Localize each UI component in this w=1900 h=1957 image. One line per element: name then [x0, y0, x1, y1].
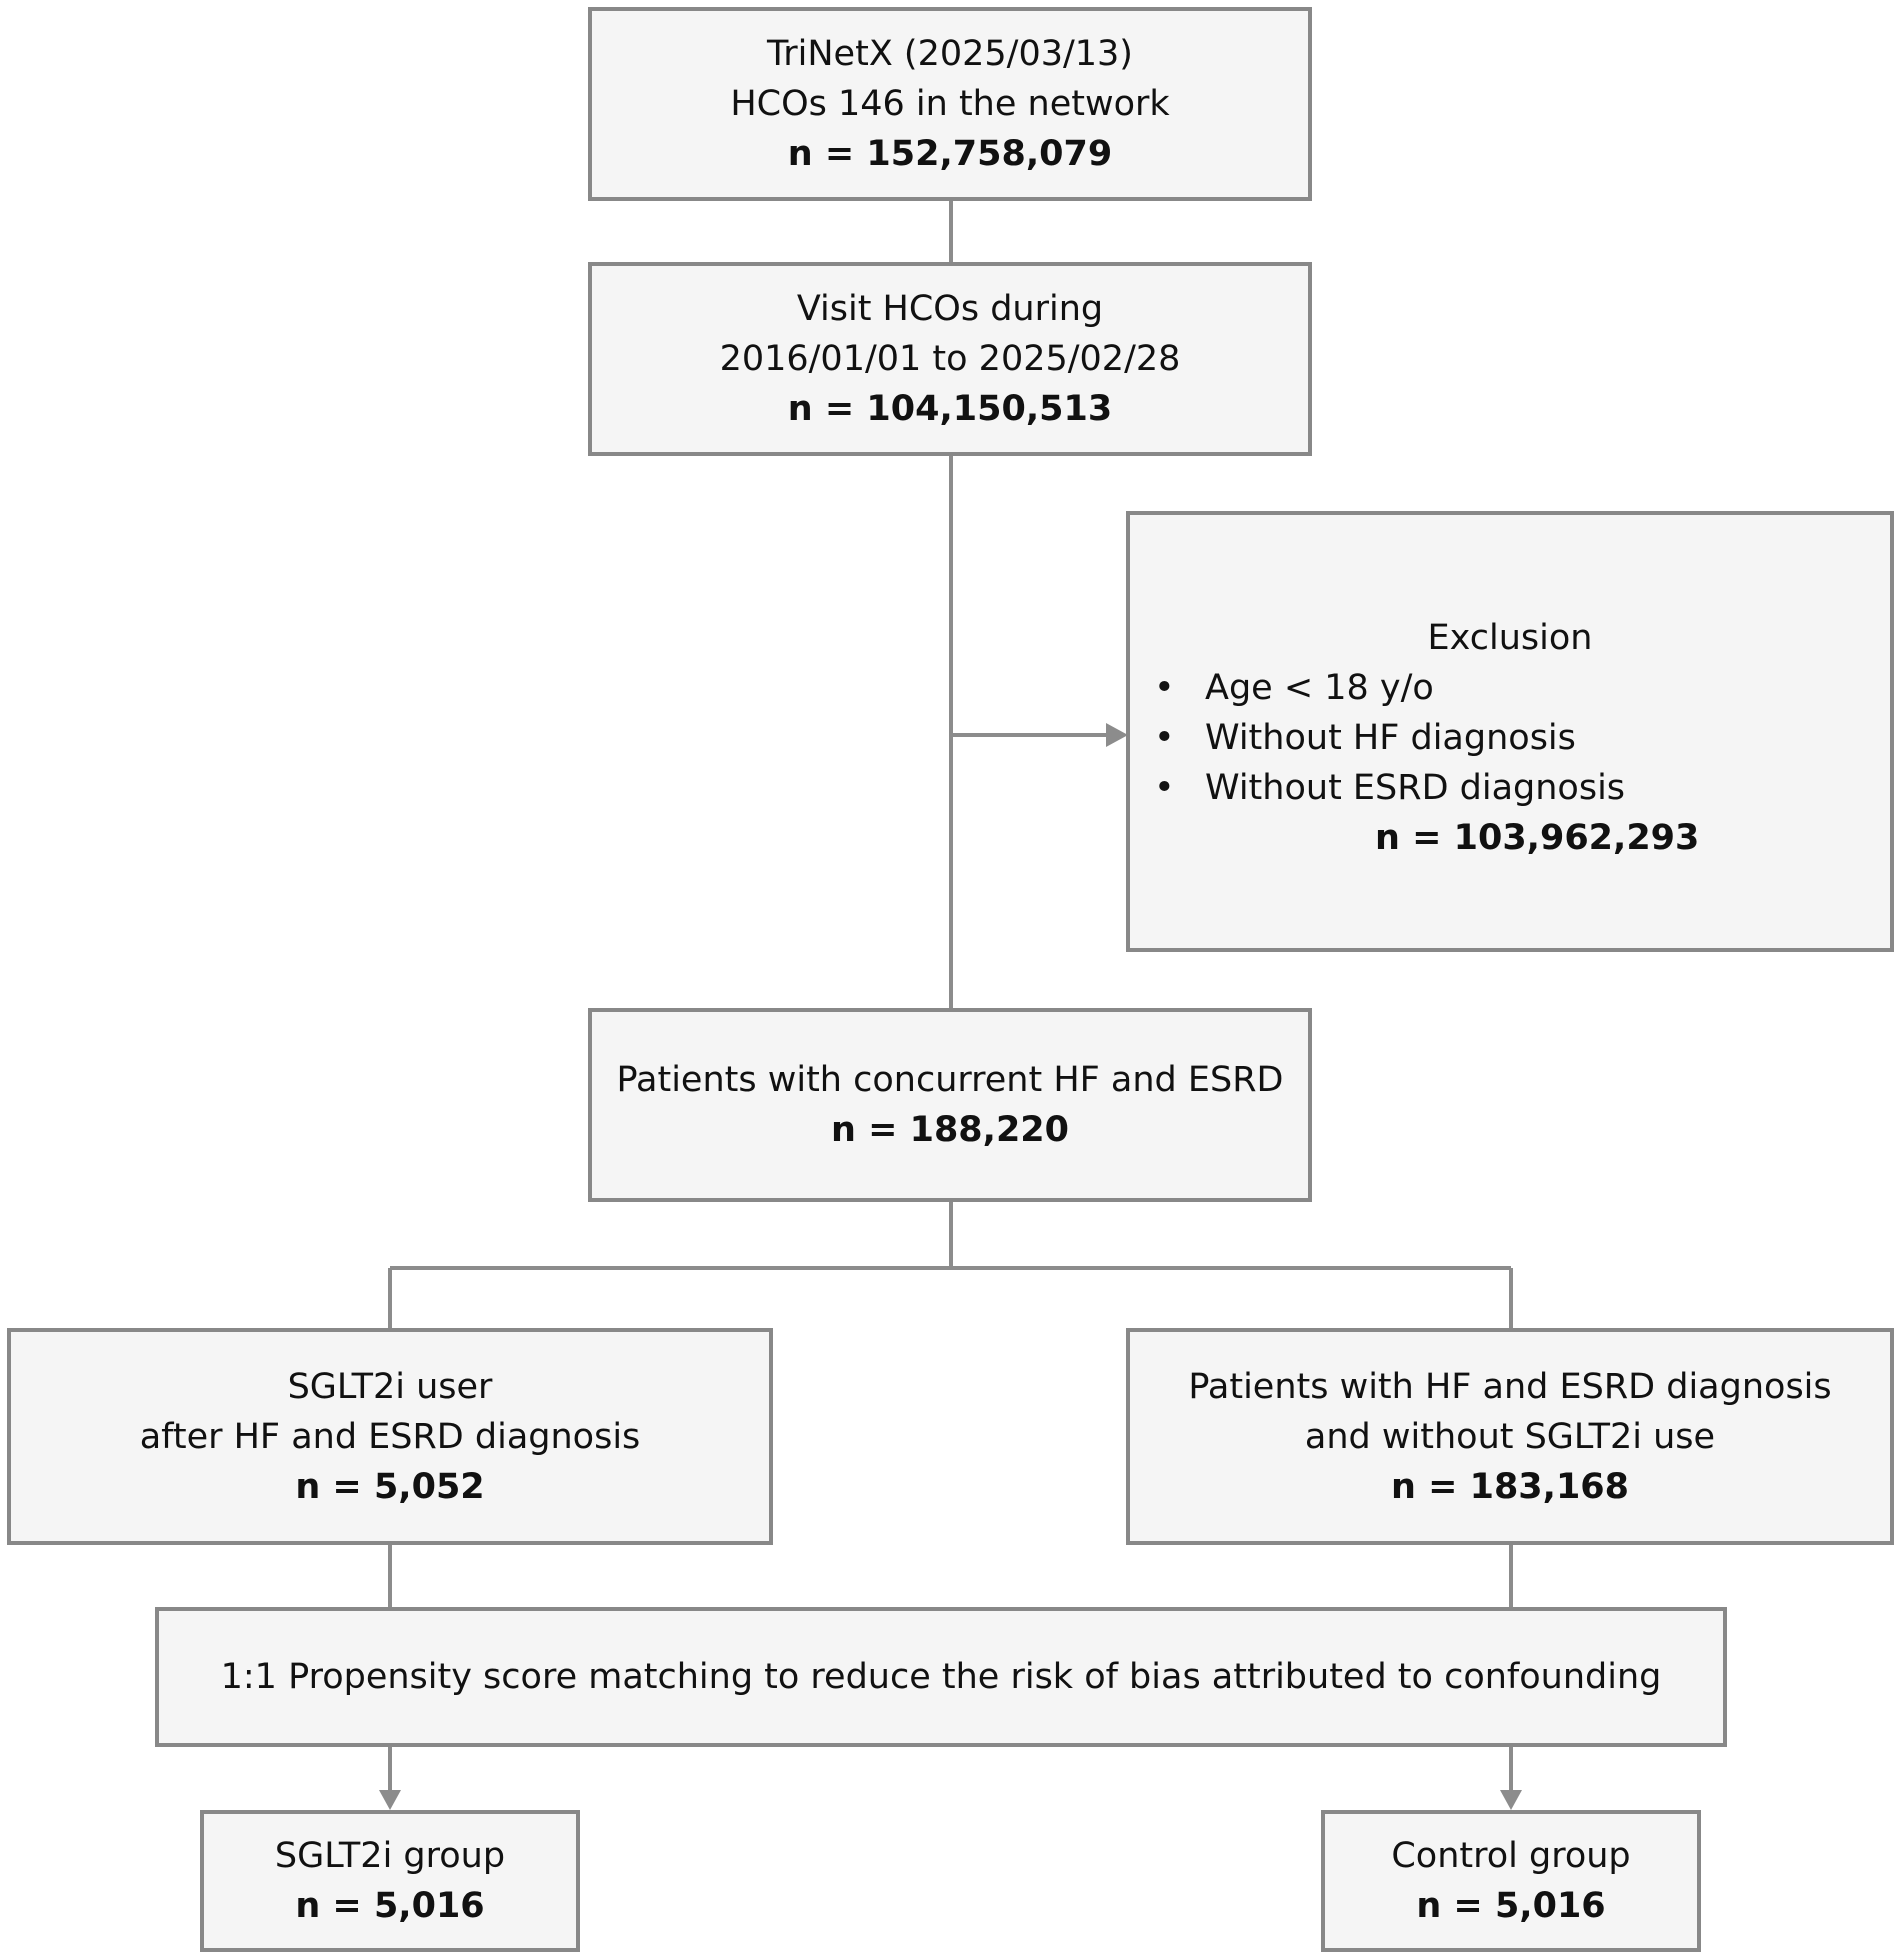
exclusion-criterion: • Without HF diagnosis: [1130, 713, 1890, 763]
trinetx-source: TriNetX (2025/03/13): [767, 34, 1133, 74]
exclusion-criterion-label: Without HF diagnosis: [1205, 718, 1576, 758]
control-group-box: Control group n = 5,016: [1321, 1810, 1701, 1952]
concurrent-count: n = 188,220: [830, 1110, 1070, 1150]
visit-date-range: 2016/01/01 to 2025/02/28: [719, 339, 1181, 379]
bullet-icon: •: [1154, 768, 1175, 808]
without-sglt2i-label: Patients with HF and ESRD diagnosis: [1188, 1366, 1832, 1407]
trinetx-count: n = 152,758,079: [787, 134, 1113, 174]
sglt2i-group-count: n = 5,016: [295, 1886, 485, 1926]
exclusion-criteria-list: • Age < 18 y/o • Without HF diagnosis • Wit…: [1130, 663, 1890, 813]
sglt2i-group-box: SGLT2i group n = 5,016: [200, 1810, 580, 1952]
without-sglt2i-criteria: and without SGLT2i use: [1304, 1416, 1716, 1457]
control-group-label: Control group: [1391, 1836, 1631, 1876]
sglt2i-user-count: n = 5,052: [295, 1466, 485, 1507]
arrowhead-to-sglt2i-group: [379, 1790, 401, 1810]
exclusion-criterion: • Without ESRD diagnosis: [1130, 763, 1890, 813]
without-sglt2i-count: n = 183,168: [1390, 1466, 1630, 1507]
exclusion-title: Exclusion: [1427, 618, 1593, 658]
sglt2i-group-label: SGLT2i group: [274, 1836, 506, 1876]
exclusion-count: n = 103,962,293: [1375, 818, 1700, 858]
arrowhead-to-exclusion: [1106, 723, 1128, 747]
exclusion-box: Exclusion • Age < 18 y/o • Without HF diag…: [1126, 511, 1894, 952]
exclusion-criterion-label: Without ESRD diagnosis: [1205, 768, 1626, 808]
control-group-count: n = 5,016: [1416, 1886, 1606, 1926]
psm-label: 1:1 Propensity score matching to reduce …: [220, 1657, 1662, 1697]
sglt2i-user-box: SGLT2i user after HF and ESRD diagnosis …: [7, 1328, 773, 1545]
trinetx-box: TriNetX (2025/03/13) HCOs 146 in the net…: [588, 7, 1312, 201]
bullet-icon: •: [1154, 718, 1175, 758]
exclusion-criterion: • Age < 18 y/o: [1130, 663, 1890, 713]
visit-hcos-box: Visit HCOs during 2016/01/01 to 2025/02/…: [588, 262, 1312, 456]
concurrent-label: Patients with concurrent HF and ESRD: [616, 1060, 1284, 1100]
trinetx-hcos: HCOs 146 in the network: [730, 84, 1170, 124]
arrowhead-to-control-group: [1500, 1790, 1522, 1810]
bullet-icon: •: [1154, 668, 1175, 708]
propensity-score-matching-box: 1:1 Propensity score matching to reduce …: [155, 1607, 1727, 1747]
sglt2i-user-criteria: after HF and ESRD diagnosis: [139, 1416, 641, 1457]
visit-count: n = 104,150,513: [787, 389, 1113, 429]
concurrent-hf-esrd-box: Patients with concurrent HF and ESRD n =…: [588, 1008, 1312, 1202]
exclusion-criterion-label: Age < 18 y/o: [1205, 668, 1434, 708]
visit-label: Visit HCOs during: [796, 289, 1104, 329]
without-sglt2i-box: Patients with HF and ESRD diagnosis and …: [1126, 1328, 1894, 1545]
sglt2i-user-label: SGLT2i user: [287, 1366, 493, 1407]
